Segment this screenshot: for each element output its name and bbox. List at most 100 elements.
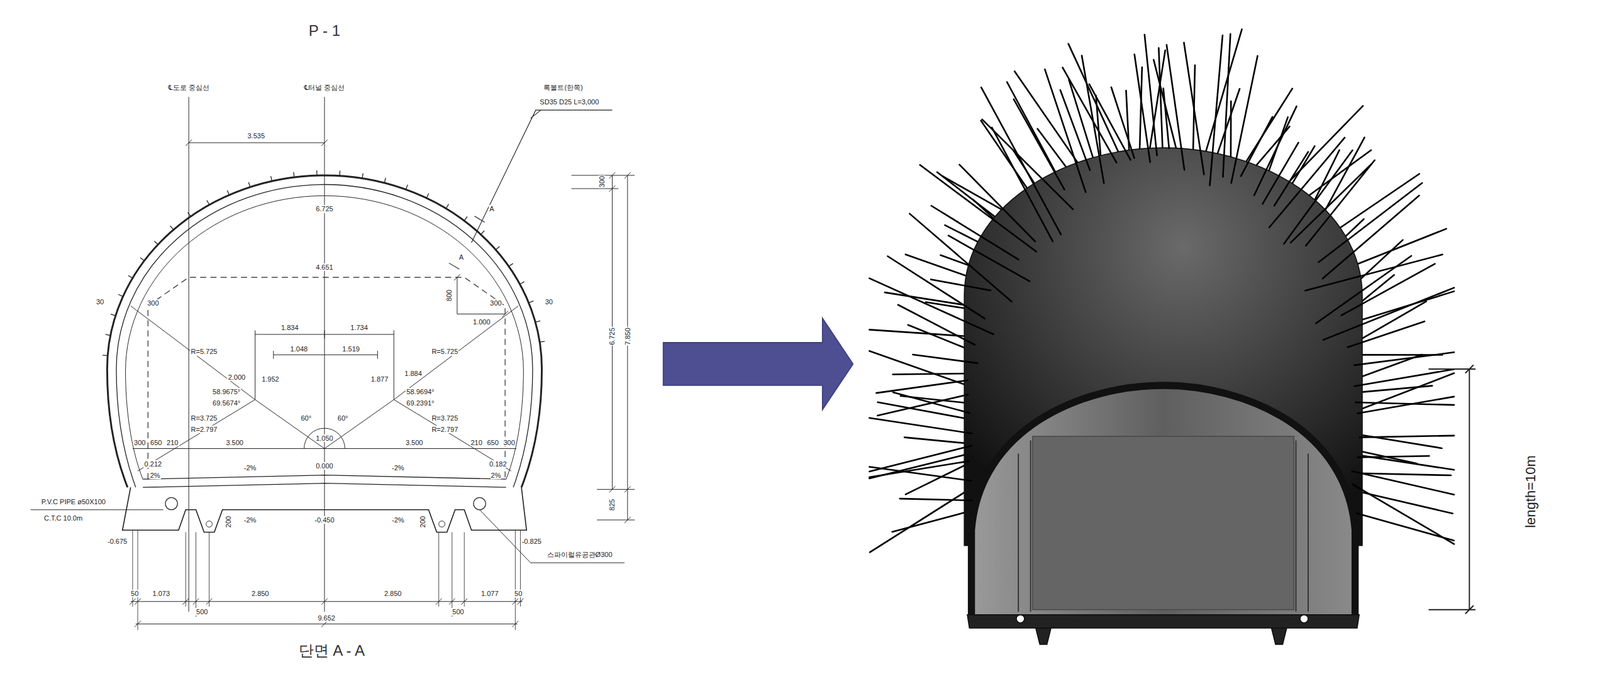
bolt-tick	[528, 301, 534, 304]
dimension-label: R=2.797	[430, 425, 459, 434]
rock-bolt	[1354, 352, 1455, 366]
radius-lines	[130, 305, 519, 472]
rock-bolt	[869, 418, 972, 434]
bolt-tick	[445, 204, 449, 209]
rock-bolt	[1240, 116, 1273, 177]
rock-bolt	[1305, 254, 1443, 291]
dimension-label: 30	[95, 298, 105, 306]
dimension-label: 1.050	[315, 434, 334, 443]
dimension-tick	[206, 598, 213, 606]
rock-bolt	[1305, 160, 1375, 246]
angle-arc	[303, 428, 345, 449]
bolt-tick	[539, 341, 545, 343]
rock-bolt	[1163, 88, 1170, 148]
rock-bolt	[1274, 152, 1309, 207]
rock-bolt	[1183, 42, 1204, 175]
dimension-label: 7.850	[623, 327, 632, 346]
dimension-label: 58.9694°	[405, 388, 435, 396]
bolt-tick	[362, 173, 363, 179]
dimension-label: R=3.725	[430, 414, 459, 423]
rock-bolt	[931, 205, 1019, 260]
side-walls	[1018, 440, 1309, 612]
dimension-label: 2.850	[250, 589, 270, 598]
rock-bolt	[869, 445, 972, 472]
bolt-tick	[110, 314, 116, 316]
bolt-tick	[338, 171, 341, 177]
rock-bolt	[869, 486, 975, 553]
dimension-line	[571, 172, 636, 524]
dimension-label: 1.519	[341, 345, 361, 353]
dimension-label: 6.725	[608, 327, 616, 346]
dimension-tick	[134, 598, 141, 606]
inner-lining	[116, 184, 533, 489]
dimension-label: R=3.725	[190, 414, 219, 423]
rock-bolt	[869, 467, 972, 482]
dimension-label: A	[488, 205, 495, 213]
bolt-tick	[118, 294, 123, 297]
bolt-tick	[481, 230, 485, 235]
dimension-label: -2%	[243, 516, 258, 524]
dimension-label: 200	[224, 515, 233, 529]
dimension-label: R=2.797	[190, 425, 219, 434]
bolt-tick	[140, 257, 145, 262]
dimension-label: ℄도로 중심선	[167, 83, 211, 92]
rock-bolt	[1352, 471, 1455, 495]
dimension-label: 4.651	[315, 263, 334, 272]
dimension-label: 300	[146, 299, 160, 307]
rock-bolt	[892, 510, 976, 533]
drain-hole	[438, 521, 446, 528]
rock-bolt	[991, 127, 1053, 242]
invert-outline	[122, 487, 527, 533]
dimension-line	[185, 139, 328, 146]
rock-bolt	[1134, 54, 1151, 163]
dimension-label: 1.734	[349, 323, 369, 331]
bolt-tick	[464, 216, 468, 221]
rock-bolt	[1352, 484, 1455, 545]
dimension-label: -0.675	[106, 537, 128, 546]
dimension-label: 50	[513, 589, 523, 598]
dimension-tick	[435, 598, 443, 606]
rock-bolt-callout	[449, 110, 613, 270]
dimension-tick	[517, 598, 524, 606]
rock-bolt	[1254, 106, 1297, 196]
dimension-label: 스파이럴유공관Ø300	[546, 550, 614, 559]
dimension-label: 210	[166, 438, 179, 447]
dimension-label: 3.535	[246, 132, 266, 140]
extension-lines	[132, 530, 521, 631]
dimension-label: -0.825	[521, 537, 543, 546]
rock-bolt	[904, 437, 967, 445]
dimension-tick	[321, 598, 328, 606]
dimension-label: 650	[149, 438, 163, 447]
dimension-tick	[449, 598, 456, 606]
dimension-label: R=5.725	[430, 347, 459, 356]
dimension-label: 60°	[337, 414, 350, 423]
dimension-label: 210	[469, 438, 483, 447]
drain-pipe	[1300, 615, 1309, 624]
dimension-label: 60°	[300, 414, 312, 423]
dimension-label: 200	[418, 515, 427, 529]
rock-bolt	[1359, 473, 1451, 476]
dimension-tick	[511, 621, 519, 628]
rock-bolt	[869, 278, 994, 335]
bolt-tick	[188, 212, 192, 217]
outer-lining	[106, 175, 542, 488]
rock-bolt	[877, 394, 968, 416]
rock-bolt	[1355, 454, 1455, 470]
rock-bolt	[909, 213, 1012, 302]
dimension-tick	[134, 621, 141, 628]
dimension-label: 록볼트(한쪽)	[542, 83, 584, 92]
dimension-label: -0.450	[313, 516, 335, 524]
dimension-tick	[193, 598, 200, 606]
dimension-label: 3.500	[225, 438, 245, 447]
rock-bolt	[1081, 55, 1104, 184]
bolt-tick	[426, 193, 429, 199]
rock-bolt	[1166, 44, 1185, 170]
dimension-label: 2.850	[383, 589, 403, 598]
bolt-tick	[105, 334, 111, 336]
dimension-label: 69.2391°	[405, 398, 435, 407]
dimension-label: -2%	[243, 464, 258, 472]
dimension-label: 1.048	[289, 345, 309, 353]
rock-bolt	[1262, 142, 1299, 205]
rock-bolt	[1222, 33, 1231, 177]
bolt-tick	[535, 320, 541, 323]
